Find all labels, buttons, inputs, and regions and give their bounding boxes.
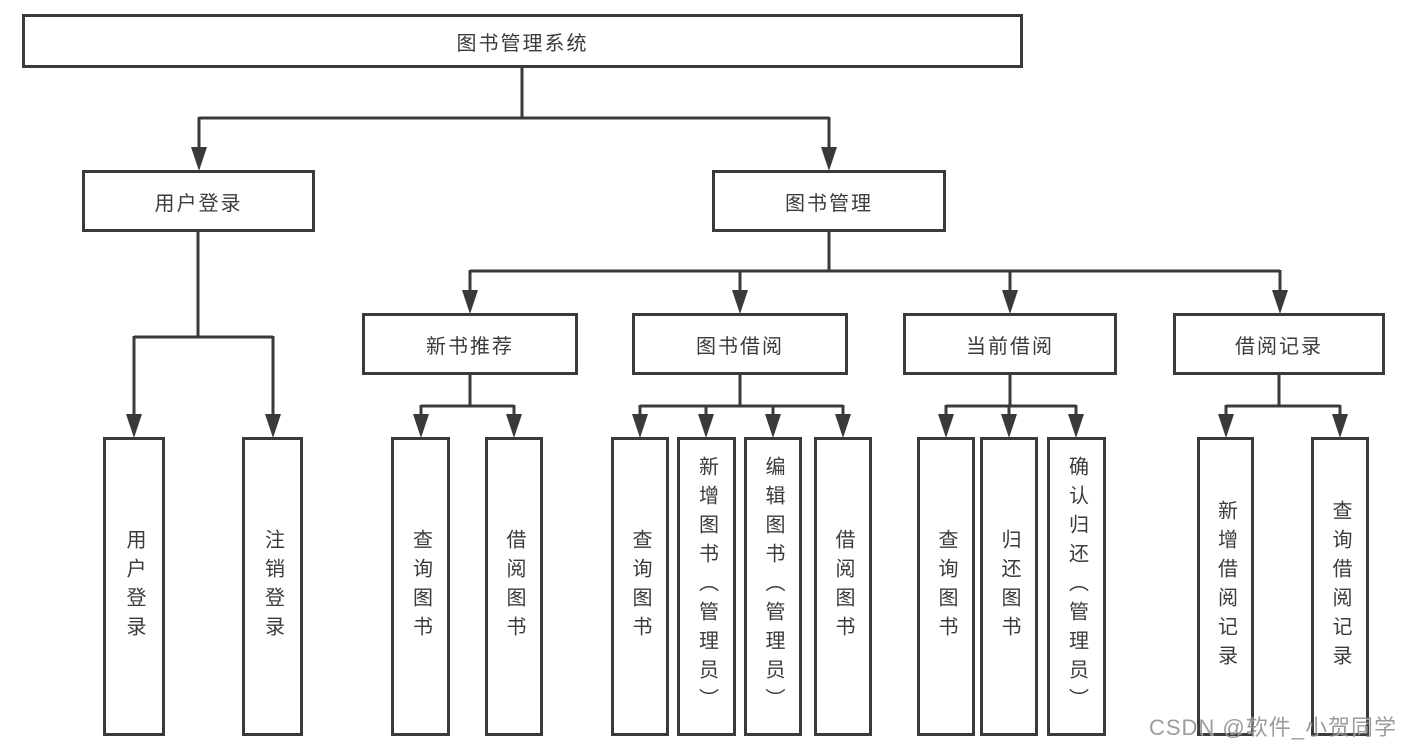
node-book-borrow-label: 图书借阅 — [696, 335, 784, 358]
node-book-management-label: 图书管理 — [785, 192, 873, 215]
csdn-watermark: CSDN @软件_小贺同学 — [1148, 715, 1397, 740]
node-user-login: 用户登录 — [82, 170, 315, 232]
node-leaf-return-books: 归还图书 — [980, 437, 1038, 736]
node-leaf-logout-label: 注销登录 — [261, 528, 284, 645]
node-root-label: 图书管理系统 — [456, 32, 589, 55]
node-leaf-query-books-borrow: 查询图书 — [611, 437, 669, 736]
connector-segments — [132, 68, 1342, 417]
node-leaf-query-books-current-label: 查询图书 — [935, 528, 957, 645]
node-leaf-query-borrow-record-label: 查询借阅记录 — [1329, 499, 1351, 674]
node-new-book-recommend: 新书推荐 — [362, 313, 578, 375]
node-leaf-borrow-books-newbook-label: 借阅图书 — [503, 528, 525, 645]
node-leaf-query-books-newbook: 查询图书 — [391, 437, 450, 736]
arrow-down-icons — [126, 147, 1348, 438]
node-leaf-return-books-label: 归还图书 — [998, 528, 1020, 645]
node-leaf-borrow-books-borrow-label: 借阅图书 — [832, 528, 854, 645]
node-borrow-records: 借阅记录 — [1173, 313, 1385, 375]
node-leaf-query-borrow-record: 查询借阅记录 — [1311, 437, 1369, 736]
node-leaf-logout: 注销登录 — [242, 437, 303, 736]
node-current-borrow-label: 当前借阅 — [966, 335, 1054, 358]
node-leaf-query-books-newbook-label: 查询图书 — [409, 528, 432, 645]
node-new-book-recommend-label: 新书推荐 — [426, 335, 514, 358]
node-leaf-add-borrow-record-label: 新增借阅记录 — [1214, 499, 1237, 674]
node-borrow-records-label: 借阅记录 — [1235, 335, 1323, 358]
node-leaf-user-login-label: 用户登录 — [123, 528, 145, 645]
node-current-borrow: 当前借阅 — [903, 313, 1117, 375]
node-leaf-query-books-borrow-label: 查询图书 — [629, 528, 651, 645]
node-leaf-confirm-return-admin-label: 确认归还（管理员） — [1065, 456, 1088, 717]
node-leaf-add-borrow-record: 新增借阅记录 — [1197, 437, 1254, 736]
node-leaf-edit-books-admin-label: 编辑图书（管理员） — [762, 456, 784, 717]
node-root: 图书管理系统 — [22, 14, 1023, 68]
node-leaf-user-login: 用户登录 — [103, 437, 165, 736]
node-leaf-edit-books-admin: 编辑图书（管理员） — [744, 437, 802, 736]
node-leaf-confirm-return-admin: 确认归还（管理员） — [1047, 437, 1106, 736]
node-book-borrow: 图书借阅 — [632, 313, 848, 375]
node-leaf-borrow-books-newbook: 借阅图书 — [485, 437, 543, 736]
node-leaf-query-books-current: 查询图书 — [917, 437, 975, 736]
node-leaf-add-books-admin: 新增图书（管理员） — [677, 437, 736, 736]
node-leaf-add-books-admin-label: 新增图书（管理员） — [695, 456, 718, 717]
node-book-management: 图书管理 — [712, 170, 946, 232]
node-leaf-borrow-books-borrow: 借阅图书 — [814, 437, 872, 736]
node-user-login-label: 用户登录 — [154, 192, 243, 215]
